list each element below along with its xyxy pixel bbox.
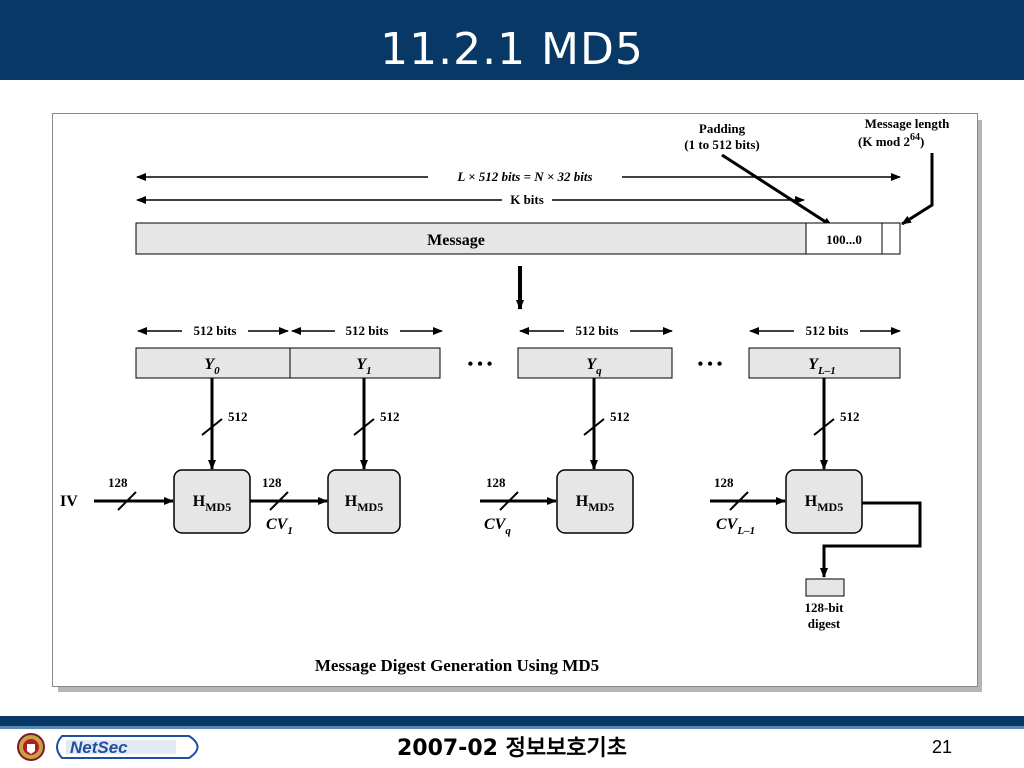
footer-course-label: 2007-02 정보보호기초 [396,736,628,761]
digest-label-line2: digest [808,616,841,631]
total-bits-label: L × 512 bits = N × 32 bits [456,169,592,184]
message-length-mod-label: (K mod 264) [858,132,924,149]
block-y0-label: Y0 [204,356,220,377]
hmd5-box-1 [327,469,401,534]
block-bits-label-1: 512 bits [346,323,389,338]
page-number: 21 [931,737,953,757]
length-box [881,222,901,255]
digest-output-path [820,501,922,578]
footer-bar [0,716,1024,726]
netsec-logo: NetSec [56,735,199,759]
bus-512-label-0: 512 [228,409,248,424]
university-seal-icon [17,733,45,761]
digest-box [805,578,845,597]
hmd5-box-2 [556,469,634,534]
block-bits-label-3: 512 bits [806,323,849,338]
bus-512-label-1: 512 [380,409,400,424]
hmd5-label-2: HMD5 [576,493,614,514]
k-bits-label: K bits [510,192,544,207]
hmd5-label-3: HMD5 [805,493,843,514]
padding-label: Padding [699,121,746,136]
block-y1-label: Y1 [356,356,371,377]
cvl1-label: CVL–1 [716,516,755,537]
block-yq-label: Yq [586,356,602,377]
footer-accent-bar [0,726,1024,729]
md5-diagram: Padding (1 to 512 bits) Message length (… [60,116,951,675]
digest-label-line1: 128-bit [805,600,845,615]
diagram-caption: Message Digest Generation Using MD5 [315,656,599,675]
block-yl1-label: YL–1 [808,356,836,377]
footer-logos: NetSec [17,733,199,761]
ellipsis-1: • • • [468,356,493,373]
title-bar [0,0,1024,84]
bus-128-label-2: 128 [486,475,506,490]
iv-label: IV [60,493,78,510]
padding-range-label: (1 to 512 bits) [684,137,759,152]
ellipsis-2: • • • [698,356,723,373]
block-bits-label-0: 512 bits [194,323,237,338]
padding-pointer [721,153,833,228]
hmd5-label-1: HMD5 [345,493,383,514]
block-bits-label-2: 512 bits [576,323,619,338]
length-pointer [901,153,934,226]
hmd5-label-0: HMD5 [193,493,231,514]
cv1-label: CV1 [266,516,293,537]
bus-128-label-1: 128 [262,475,282,490]
cvq-label: CVq [484,516,511,537]
message-length-label: Message length [865,116,951,131]
bus-128-label-3: 128 [714,475,734,490]
bus-512-label-3: 512 [840,409,860,424]
padding-box [805,222,883,255]
svg-text:NetSec: NetSec [70,738,128,757]
block-yl1 [748,347,901,379]
bus-128-label-0: 128 [108,475,128,490]
message-label: Message [427,232,485,249]
padding-bits-label: 100...0 [826,232,862,247]
bus-512-label-2: 512 [610,409,630,424]
slide-title: 11.2.1 MD5 [380,24,644,75]
